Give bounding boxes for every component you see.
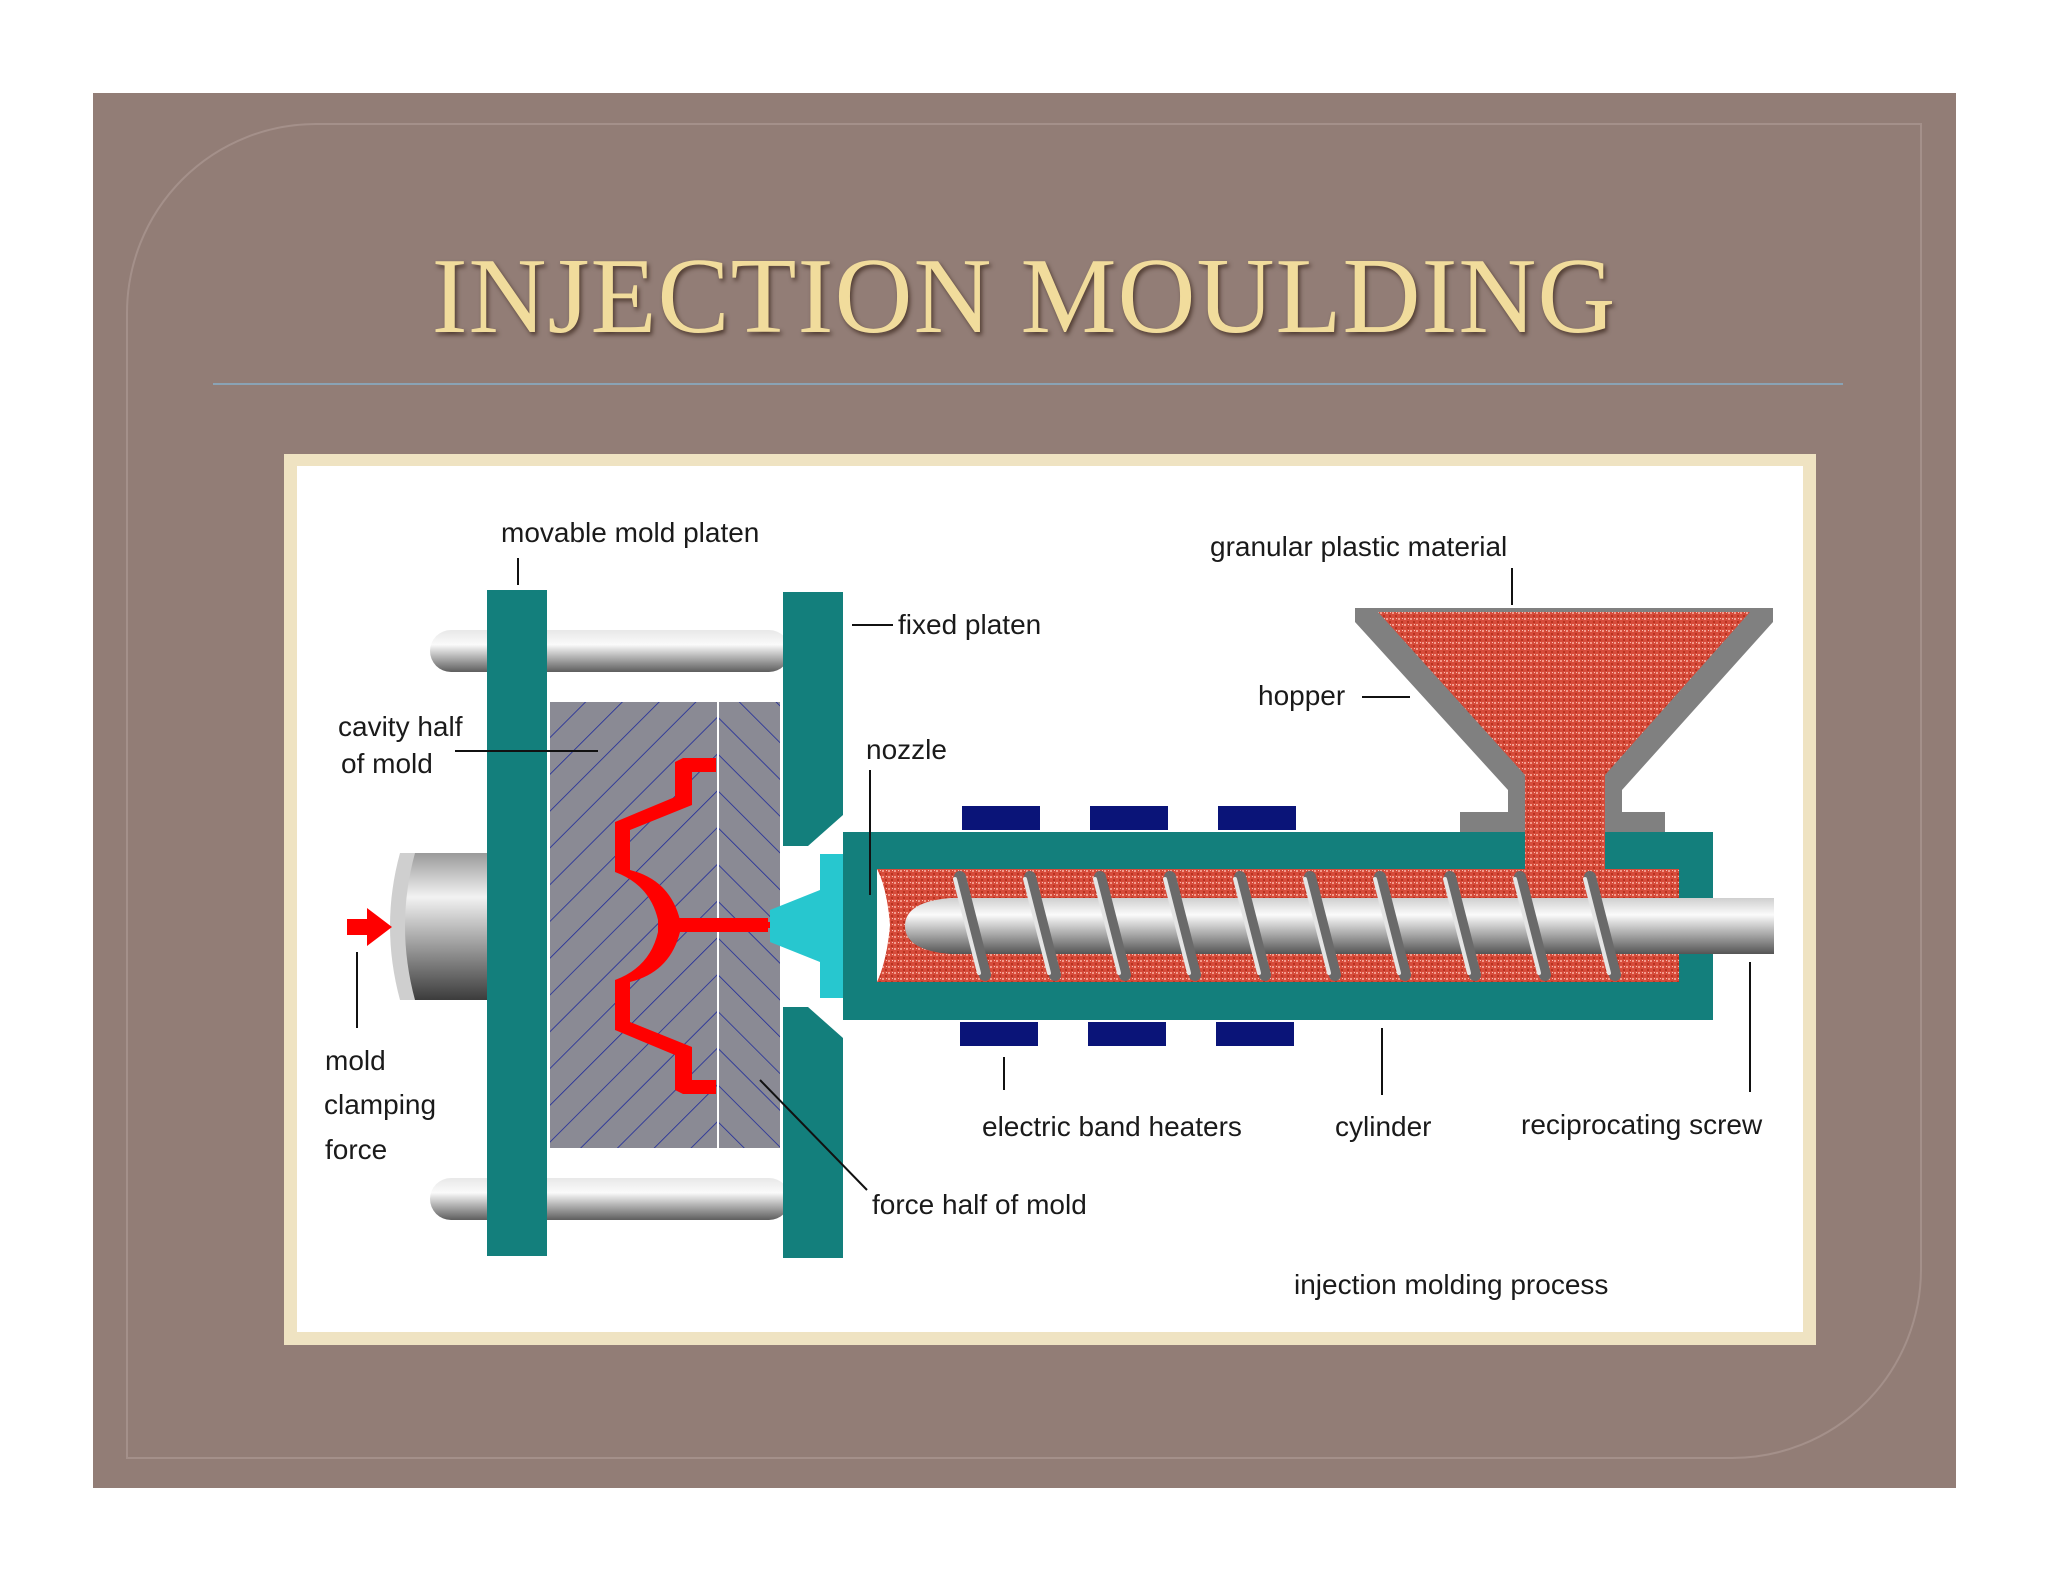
- title-divider: [213, 383, 1843, 385]
- label-mold: mold: [325, 1045, 386, 1076]
- label-electric-band-heaters: electric band heaters: [982, 1111, 1242, 1142]
- label-fixed-platen: fixed platen: [898, 609, 1042, 640]
- diagram-graphic: [347, 558, 1774, 1258]
- movable-mold-platen: [487, 590, 547, 1256]
- upper-tie-bar: [430, 630, 790, 672]
- label-force: force: [325, 1134, 388, 1165]
- clamp-ram-end: [390, 853, 415, 1000]
- label-reciprocating-screw: reciprocating screw: [1521, 1109, 1763, 1140]
- diagram-caption: injection molding process: [1294, 1269, 1609, 1300]
- label-force-half-of-mold: force half of mold: [872, 1189, 1087, 1220]
- screw-flight-highlights: [953, 877, 1611, 975]
- clamping-force-arrow: [347, 908, 392, 946]
- slide-title: INJECTION MOULDING: [431, 237, 1617, 356]
- label-granular-plastic-material: granular plastic material: [1210, 531, 1508, 562]
- fixed-platen: [783, 592, 843, 1258]
- label-hopper: hopper: [1258, 680, 1346, 711]
- label-movable-mold-platen: movable mold platen: [501, 517, 760, 548]
- slide-inner-frame: [126, 123, 1922, 1459]
- label-cylinder: cylinder: [1335, 1111, 1432, 1142]
- lower-tie-bar: [430, 1178, 790, 1220]
- leader-lines: [356, 558, 1751, 1191]
- label-cavity-half: cavity half: [338, 711, 463, 742]
- molded-part: [615, 758, 716, 920]
- label-nozzle: nozzle: [866, 734, 947, 765]
- molded-part-lower: [615, 932, 716, 1094]
- electric-band-heaters: [960, 806, 1296, 1046]
- sprue-runner: [658, 918, 768, 932]
- label-of-mold: of mold: [341, 748, 433, 779]
- injection-molding-diagram: movable mold platen granular plastic mat…: [297, 466, 1803, 1332]
- clamp-ram: [400, 853, 492, 1000]
- screw-flights: [954, 871, 1621, 981]
- label-clamping: clamping: [324, 1089, 437, 1120]
- granular-plastic-material: [1378, 612, 1750, 870]
